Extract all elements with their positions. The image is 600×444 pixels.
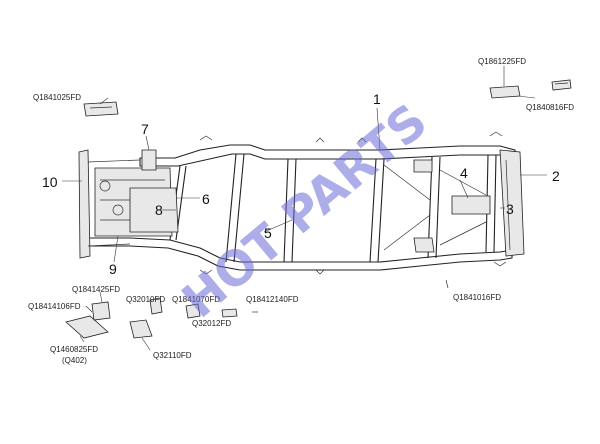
part-q18414106fd: Q18414106FD — [28, 302, 81, 311]
callout-labels: 1 2 3 4 5 6 7 8 9 10 — [42, 91, 560, 277]
part-q32110fd: Q32110FD — [153, 351, 192, 360]
part-q1841070fd: Q1841070FD — [172, 295, 220, 304]
part-q32012fd: Q32012FD — [192, 319, 231, 328]
callout-7: 7 — [141, 121, 149, 137]
callout-10: 10 — [42, 174, 58, 190]
part-q1841425fd: Q1841425FD — [72, 285, 120, 294]
part-q1840816fd: Q1840816FD — [526, 103, 574, 112]
callout-8: 8 — [155, 202, 163, 218]
part-q1460825fd-sub: (Q402) — [62, 356, 87, 365]
callout-4: 4 — [460, 165, 468, 181]
part-q18412140fd: Q18412140FD — [246, 295, 299, 304]
loose-parts — [65, 79, 572, 339]
watermark-text: HOT PARTS — [172, 93, 438, 329]
part-q32010fd: Q32010FD — [126, 295, 165, 304]
callout-2: 2 — [552, 168, 560, 184]
part-q1841016fd: Q1841016FD — [453, 293, 501, 302]
leader-lines — [62, 66, 547, 351]
callout-5: 5 — [264, 225, 272, 241]
part-q1861225fd: Q1861225FD — [478, 57, 526, 66]
chassis-frame — [78, 131, 525, 275]
part-q1841025fd: Q1841025FD — [33, 93, 81, 102]
callout-3: 3 — [506, 201, 514, 217]
part-q1460825fd: Q1460825FD — [50, 345, 98, 354]
callout-1: 1 — [373, 91, 381, 107]
callout-9: 9 — [109, 261, 117, 277]
callout-6: 6 — [202, 191, 210, 207]
part-number-labels: Q1841025FD Q1861225FD Q1840816FD Q184101… — [28, 57, 574, 365]
